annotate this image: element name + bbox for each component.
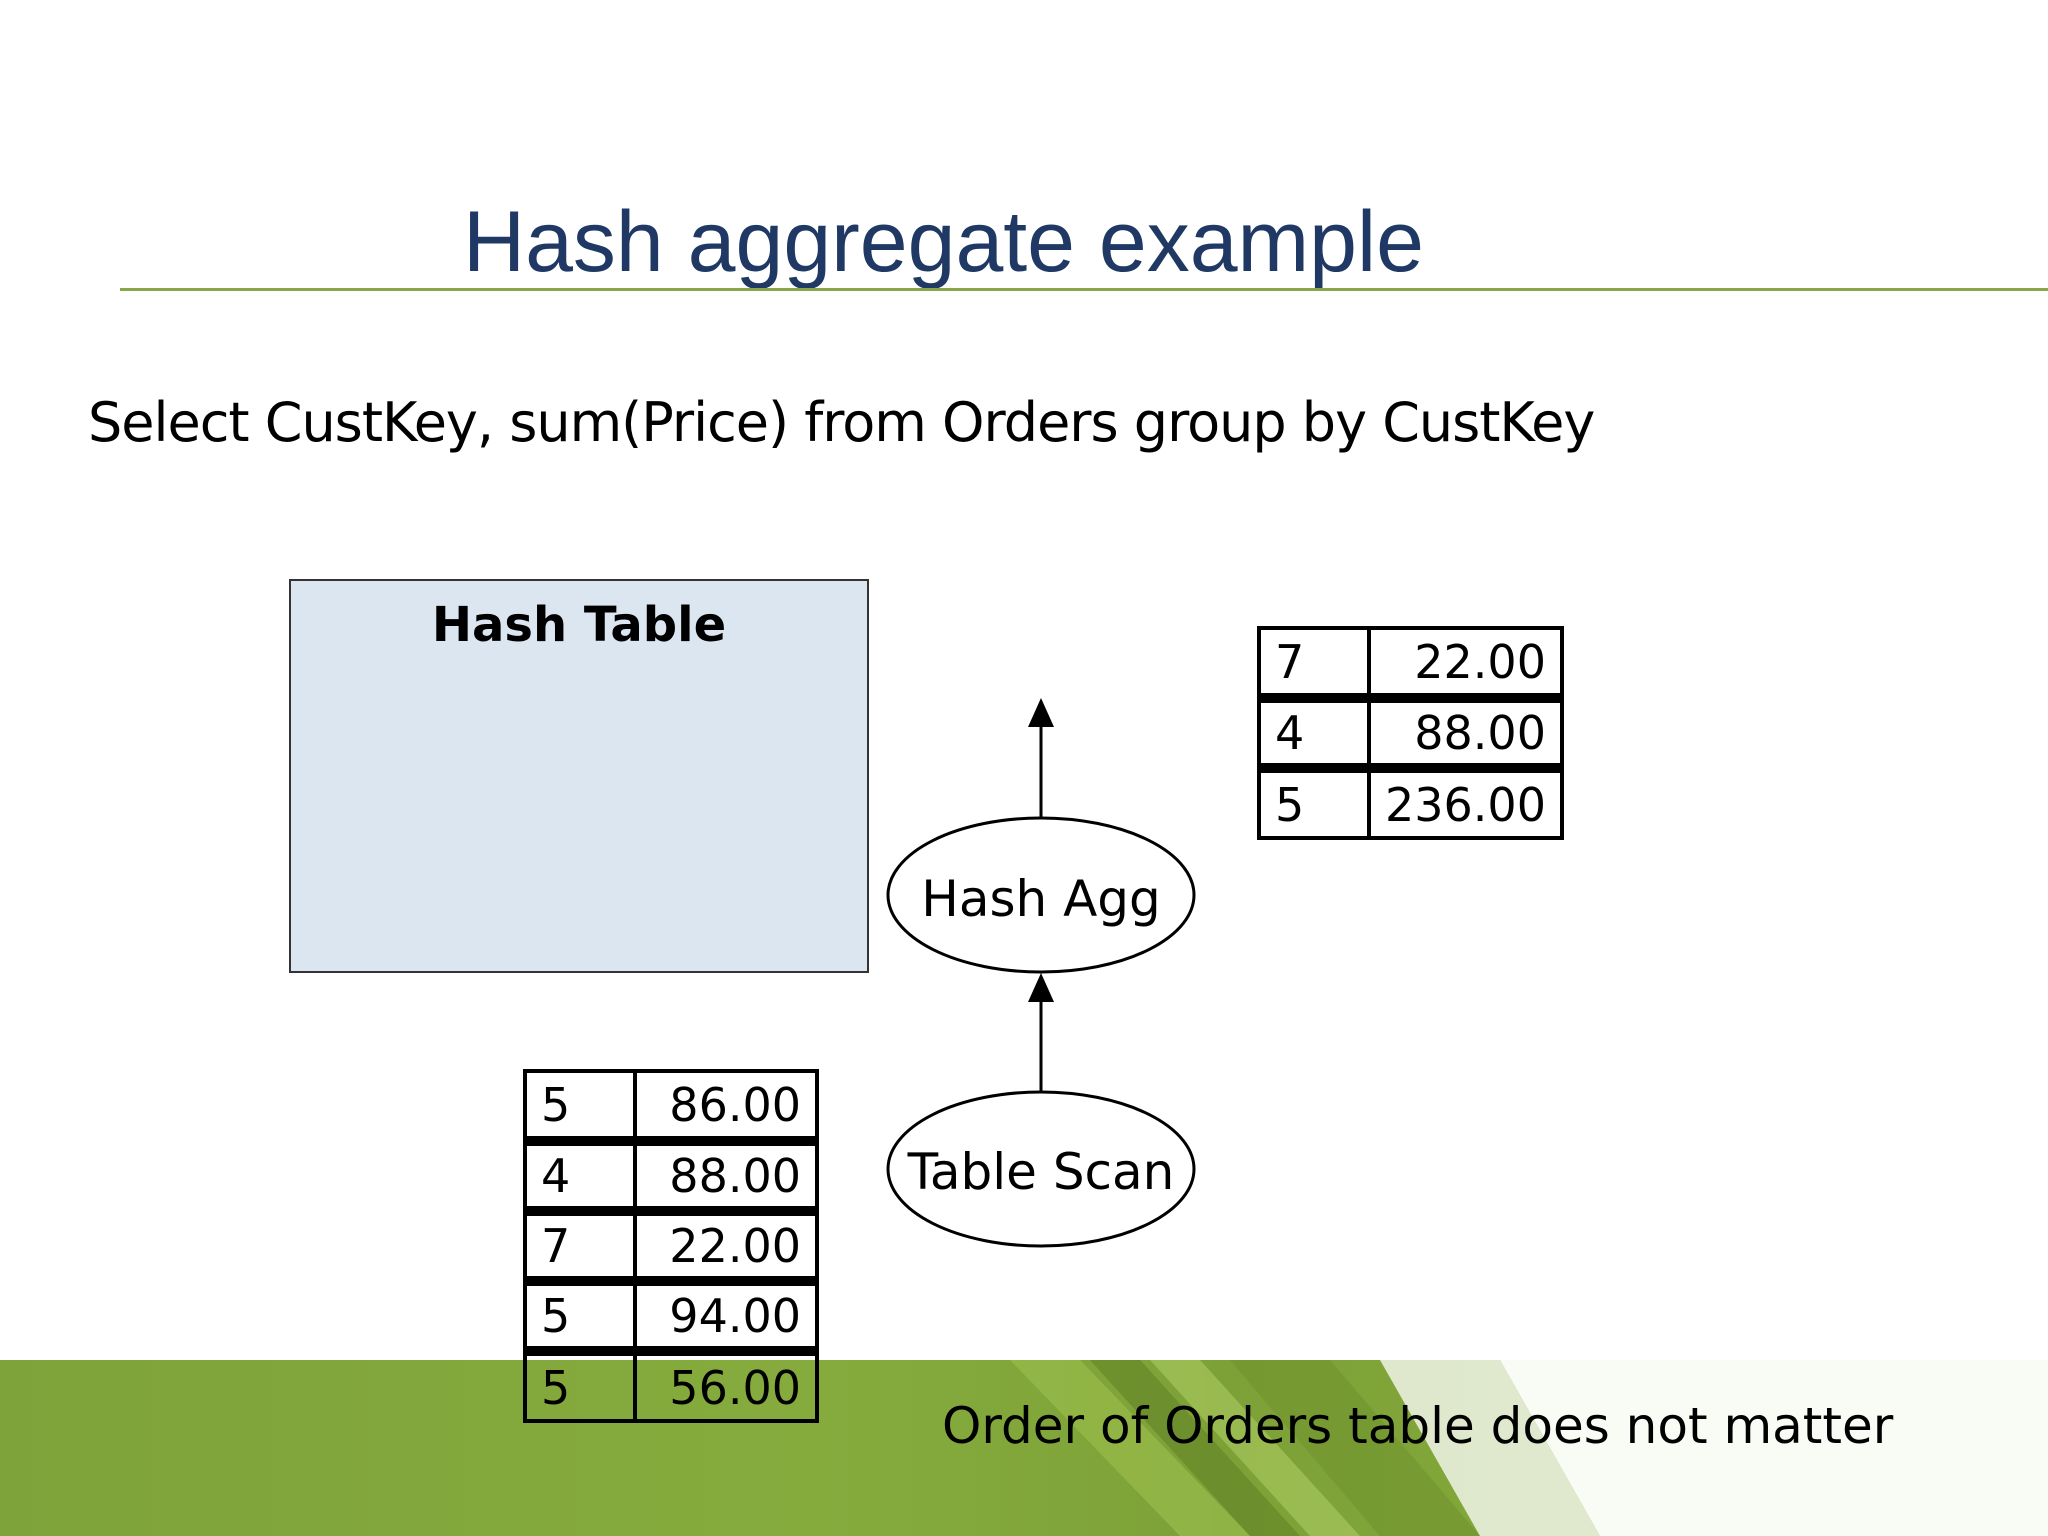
table-row: 5 94.00 xyxy=(523,1281,819,1351)
table-row: 5 236.00 xyxy=(1257,768,1564,840)
table-scan-label: Table Scan xyxy=(907,1143,1175,1201)
scan-to-agg-arrow-head xyxy=(1028,973,1054,1002)
footer-decoration-band xyxy=(0,1360,2048,1536)
table-row: 4 88.00 xyxy=(1257,698,1564,768)
hash-table-box: Hash Table xyxy=(289,579,869,973)
table-row: 5 56.00 xyxy=(523,1351,819,1423)
sql-query-text: Select CustKey, sum(Price) from Orders g… xyxy=(88,391,1595,454)
order-note-text: Order of Orders table does not matter xyxy=(942,1397,1894,1455)
hash-table-label: Hash Table xyxy=(431,597,727,653)
input-price-cell: 56.00 xyxy=(633,1351,819,1423)
output-key-cell: 5 xyxy=(1257,768,1371,840)
hash-agg-node xyxy=(886,816,1196,974)
orders-input-table: 5 86.00 4 88.00 7 22.00 5 94.00 5 56.00 xyxy=(523,1069,819,1423)
output-price-cell: 236.00 xyxy=(1367,768,1564,840)
output-price-cell: 22.00 xyxy=(1367,628,1564,698)
table-row: 5 86.00 xyxy=(523,1071,819,1141)
hash-agg-label: Hash Agg xyxy=(921,870,1161,928)
table-row: 7 22.00 xyxy=(523,1211,819,1281)
input-key-cell: 5 xyxy=(523,1071,637,1141)
input-price-cell: 86.00 xyxy=(633,1071,819,1141)
footer-stripes-graphic xyxy=(1010,1360,2048,1536)
page-title: Hash aggregate example xyxy=(463,194,1424,290)
output-price-cell: 88.00 xyxy=(1367,698,1564,768)
output-arrow-head xyxy=(1028,698,1054,727)
input-price-cell: 88.00 xyxy=(633,1141,819,1211)
input-key-cell: 4 xyxy=(523,1141,637,1211)
title-divider xyxy=(120,288,2048,291)
input-price-cell: 22.00 xyxy=(633,1211,819,1281)
input-key-cell: 7 xyxy=(523,1211,637,1281)
table-row: 4 88.00 xyxy=(523,1141,819,1211)
input-price-cell: 94.00 xyxy=(633,1281,819,1351)
input-key-cell: 5 xyxy=(523,1351,637,1423)
output-key-cell: 7 xyxy=(1257,628,1371,698)
input-key-cell: 5 xyxy=(523,1281,637,1351)
table-row: 7 22.00 xyxy=(1257,628,1564,698)
output-rows-table: 7 22.00 4 88.00 5 236.00 xyxy=(1257,626,1564,840)
output-key-cell: 4 xyxy=(1257,698,1371,768)
table-scan-node xyxy=(886,1090,1196,1248)
